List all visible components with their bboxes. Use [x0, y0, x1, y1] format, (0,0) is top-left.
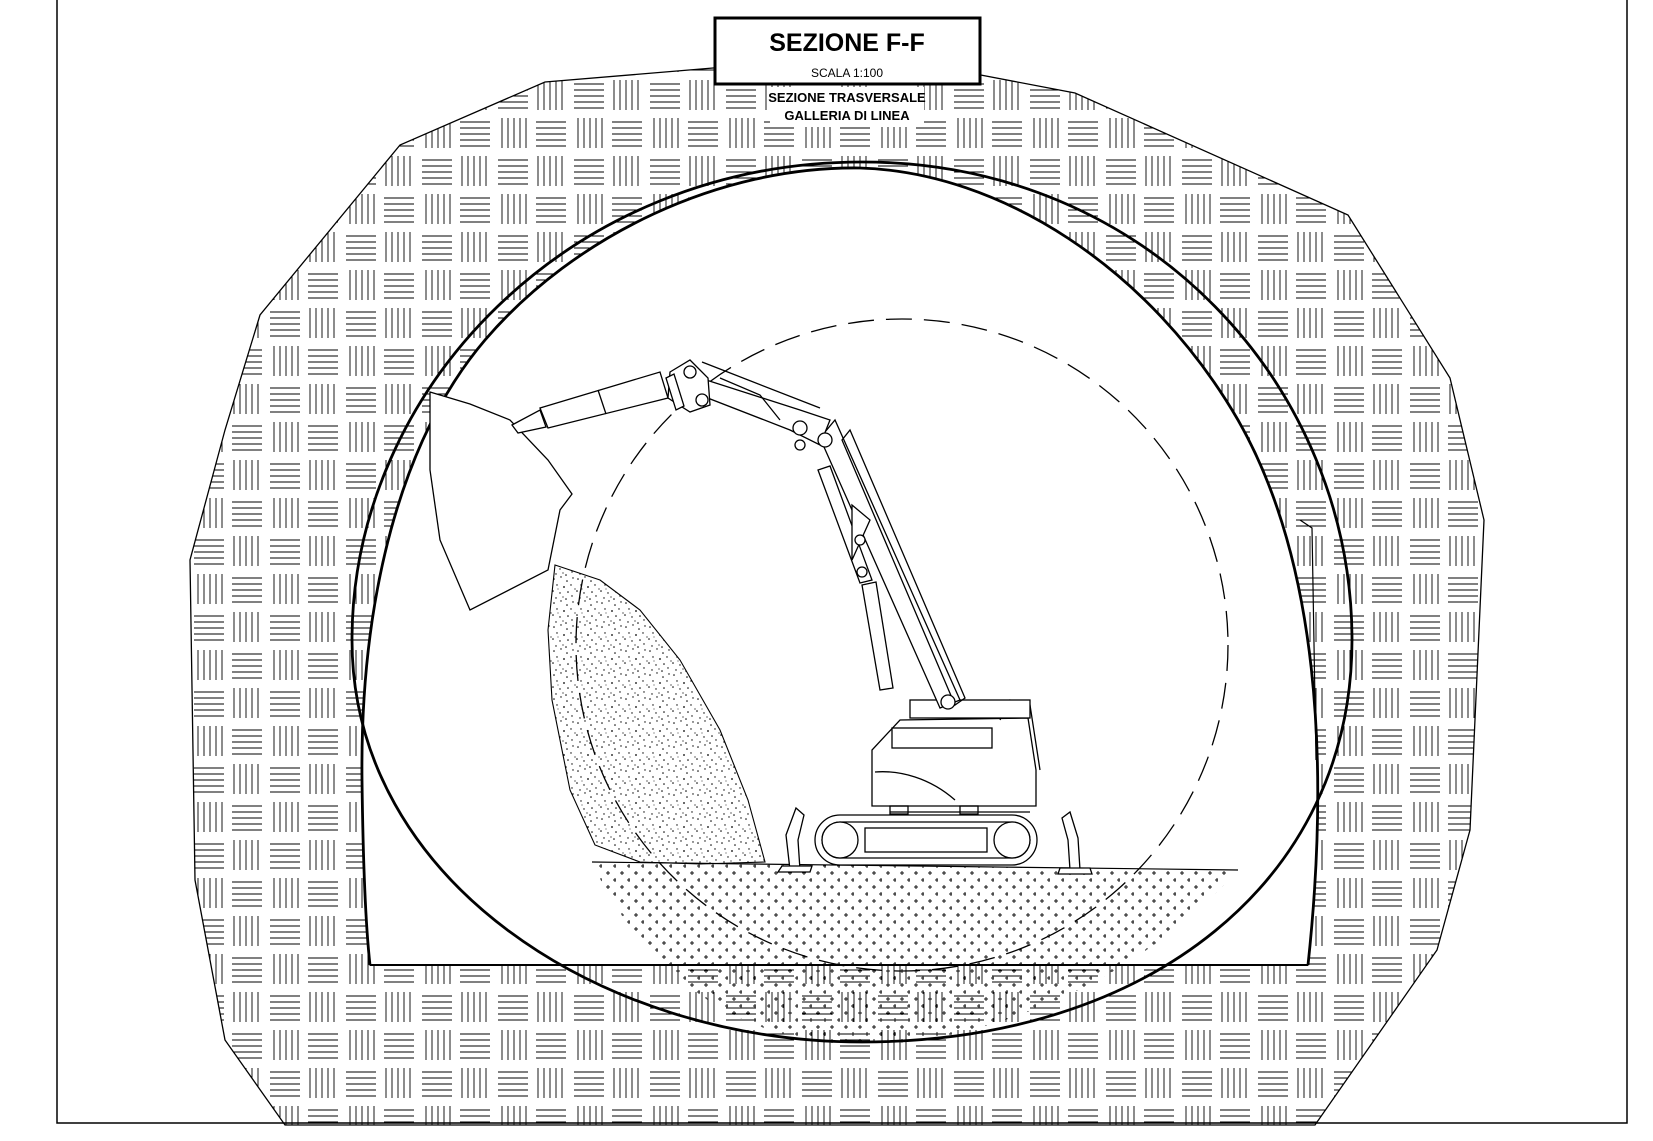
excavator-hammer-body [539, 371, 669, 429]
excavator-outrigger-right [1061, 810, 1081, 871]
section-subtitle-line1: SEZIONE TRASVERSALE [768, 90, 926, 105]
section-scale: SCALA 1:100 [811, 66, 883, 80]
excavator-boom [819, 418, 961, 709]
excavation-face-left [429, 391, 573, 611]
excavator-arm [699, 377, 831, 446]
excavator-hammer-chisel [511, 409, 547, 434]
tunnel-lining-outline [360, 166, 1320, 966]
muck-heap-stipple [547, 564, 766, 865]
section-subtitle-line2: GALLERIA DI LINEA [784, 108, 910, 123]
title-block: SEZIONE F-F SCALA 1:100 SEZIONE TRASVERS… [713, 16, 982, 127]
final-profile-dashed-circle [575, 318, 1229, 972]
title-block-box [713, 16, 982, 86]
excavation-face-right [1299, 519, 1317, 761]
excavator-cab [871, 717, 1037, 807]
excavator-machine [511, 359, 1093, 875]
excavator-outrigger-left [785, 806, 805, 871]
section-title: SEZIONE F-F [769, 29, 925, 57]
excavator-boom-cylinder [861, 581, 894, 691]
